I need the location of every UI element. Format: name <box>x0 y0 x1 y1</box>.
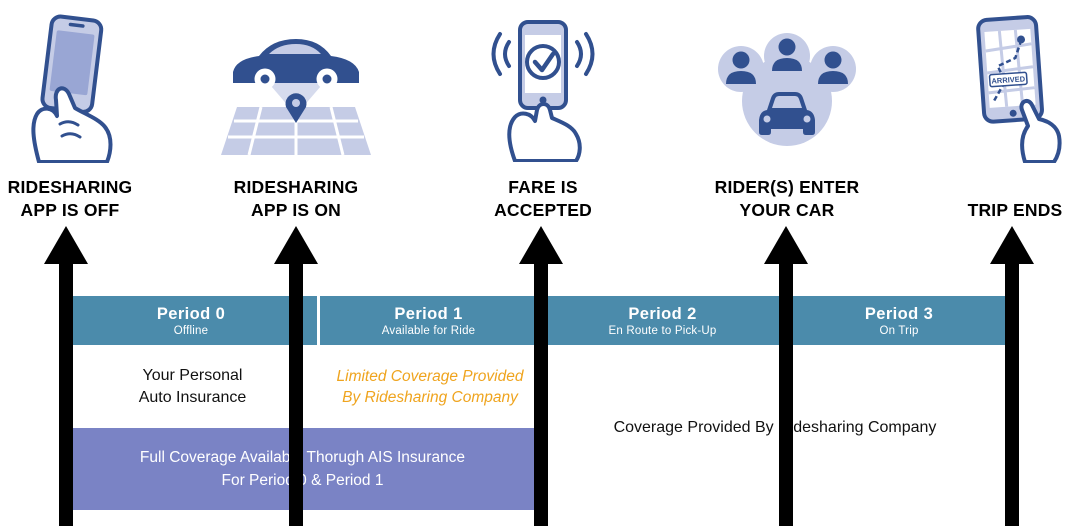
personal-auto-insurance-cell: Your Personal Auto Insurance <box>138 366 247 406</box>
arrow-stem <box>779 262 793 526</box>
car-over-map-icon <box>207 8 385 168</box>
period-3-header: Period 3 On Trip <box>788 296 1010 345</box>
arrow-stem <box>1005 262 1019 526</box>
milestone-label: FARE IS ACCEPTED <box>494 177 592 220</box>
arrow-stem <box>59 262 73 526</box>
riders-around-car-icon <box>711 8 863 168</box>
timeline-arrow-fare-accepted <box>519 226 563 526</box>
period-header-band: Period 0 Offline Period 1 Available for … <box>65 296 1010 345</box>
period-sublabel: Available for Ride <box>381 324 476 337</box>
limited-coverage-cell: Limited Coverage Provided By Ridesharing… <box>336 367 524 406</box>
arrived-tag-label: ARRIVED <box>991 74 1026 85</box>
milestone-label: RIDESHARING APP IS OFF <box>7 177 133 220</box>
period-2-header: Period 2 En Route to Pick-Up <box>540 296 788 345</box>
milestone-label-zone: FARE IS ACCEPTED <box>494 168 592 222</box>
milestone-label-zone: RIDESHARING APP IS ON <box>234 168 359 222</box>
milestone-label: RIDESHARING APP IS ON <box>233 177 359 220</box>
arrow-head <box>990 226 1034 264</box>
hand-holding-phone-icon <box>23 8 117 168</box>
milestone-label: RIDER(S) ENTER YOUR CAR <box>714 177 860 220</box>
period-1-header: Period 1 Available for Ride <box>320 296 540 345</box>
milestone-trip-ends: ARRIVED TRIP ENDS <box>905 8 1080 222</box>
milestone-label-zone: RIDER(S) ENTER YOUR CAR <box>715 168 860 222</box>
timeline-arrow-riders-enter <box>764 226 808 526</box>
period-name: Period 0 <box>156 304 226 323</box>
milestone-riders-enter: RIDER(S) ENTER YOUR CAR <box>677 8 897 222</box>
arrow-head <box>519 226 563 264</box>
arrived-map-phone-icon: ARRIVED <box>965 8 1065 168</box>
period-name: Period 3 <box>864 304 934 323</box>
milestone-fare-accepted: FARE IS ACCEPTED <box>433 8 653 222</box>
timeline-arrow-app-on <box>274 226 318 526</box>
milestone-app-on: RIDESHARING APP IS ON <box>186 8 406 222</box>
period-sublabel: Offline <box>173 324 209 337</box>
period-0-header: Period 0 Offline <box>65 296 320 345</box>
milestone-app-off: RIDESHARING APP IS OFF <box>0 8 180 222</box>
company-coverage-cell: Coverage Provided By Ridesharing Company <box>613 418 937 436</box>
milestone-label: TRIP ENDS <box>967 200 1063 220</box>
timeline-arrow-trip-ends <box>990 226 1034 526</box>
arrow-head <box>274 226 318 264</box>
arrow-head <box>44 226 88 264</box>
milestone-label-zone: TRIP ENDS <box>968 168 1063 222</box>
period-sublabel: En Route to Pick-Up <box>608 324 717 337</box>
milestone-label-zone: RIDESHARING APP IS OFF <box>8 168 133 222</box>
arrow-stem <box>289 262 303 526</box>
arrow-stem <box>534 262 548 526</box>
timeline-arrow-app-off <box>44 226 88 526</box>
arrow-head <box>764 226 808 264</box>
period-name: Period 2 <box>628 304 697 323</box>
period-sublabel: On Trip <box>879 324 919 337</box>
period-name: Period 1 <box>394 304 463 323</box>
phone-checkmark-icon <box>487 8 599 168</box>
